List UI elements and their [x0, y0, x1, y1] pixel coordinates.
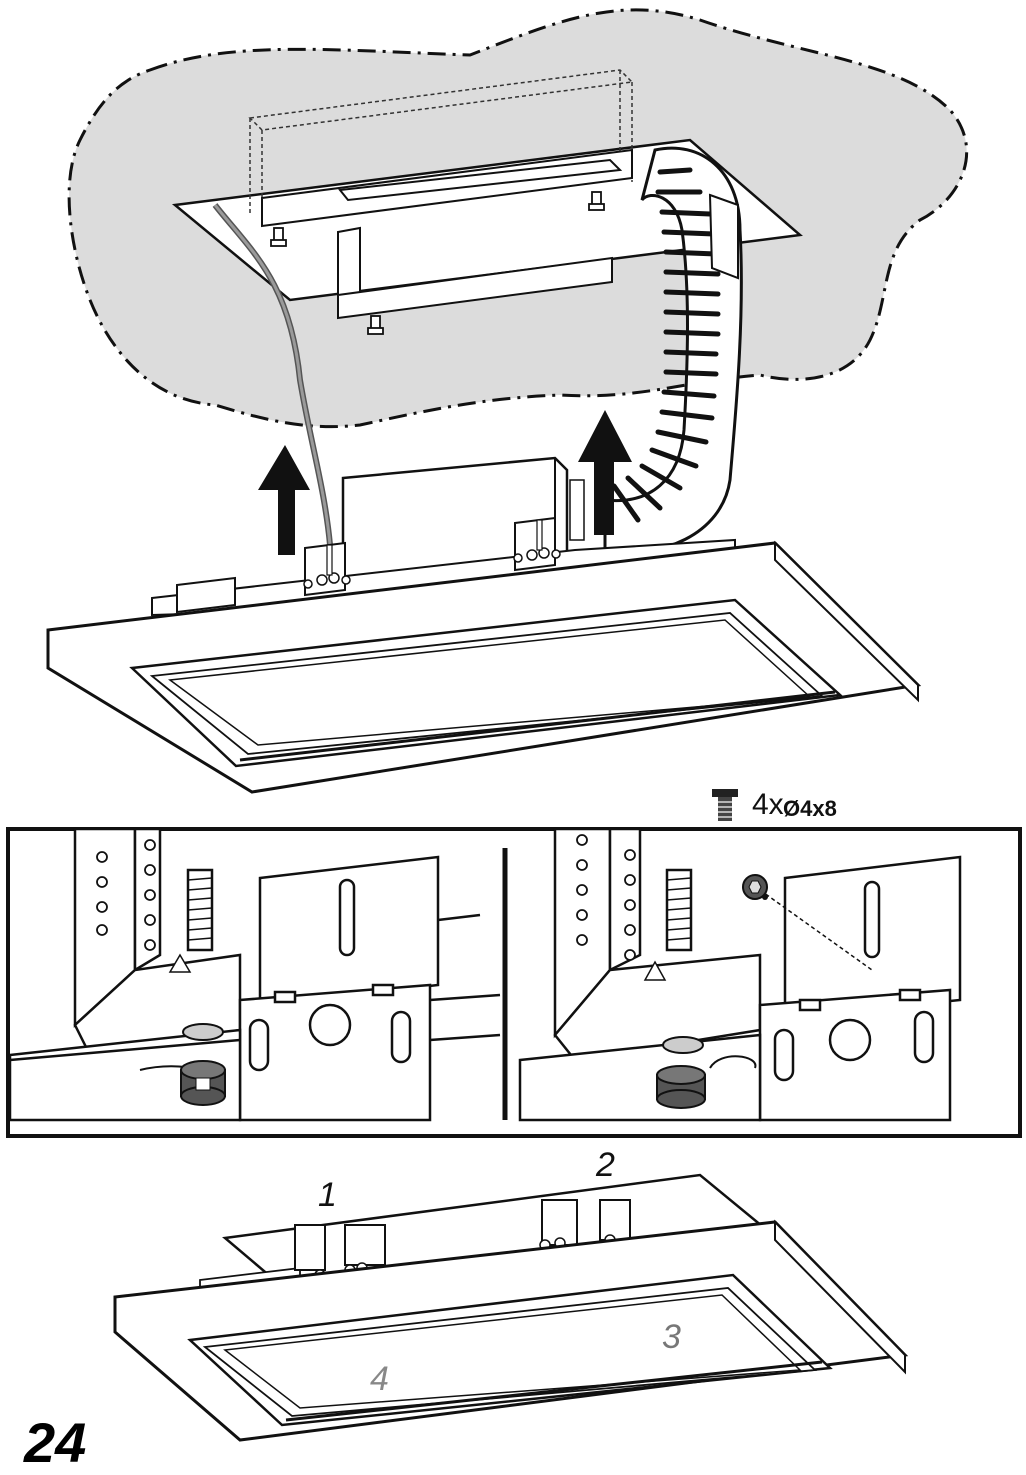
- screw-icon: [712, 789, 738, 821]
- callout-2: 2: [596, 1146, 615, 1184]
- knurled-nut-left: [180, 1023, 226, 1106]
- callout-1: 1: [318, 1176, 337, 1214]
- detail-box: [6, 827, 1022, 1138]
- detail-right: [518, 827, 962, 1122]
- bracket-screws: [270, 191, 605, 335]
- step-number: 24: [24, 1411, 87, 1474]
- hex-screw-icon: [742, 874, 768, 900]
- ceiling-panel: [171, 138, 803, 302]
- detail-left: [8, 827, 501, 1122]
- screw-guide-line: [759, 889, 873, 971]
- callout-3: 3: [662, 1318, 681, 1356]
- knurled-nut-right: [656, 1036, 706, 1109]
- up-arrow-right: [578, 410, 632, 535]
- hood-assembled: [113, 1173, 909, 1442]
- screw-size: Ø4x8: [783, 796, 837, 821]
- hood-upper: [46, 456, 922, 794]
- ceiling-cutout: [67, 8, 969, 554]
- screw-quantity: 4x: [752, 788, 784, 821]
- up-arrow-left: [258, 445, 310, 555]
- lift-arrows: [258, 410, 632, 555]
- upper-bracket: [261, 148, 633, 320]
- callout-4: 4: [370, 1360, 389, 1398]
